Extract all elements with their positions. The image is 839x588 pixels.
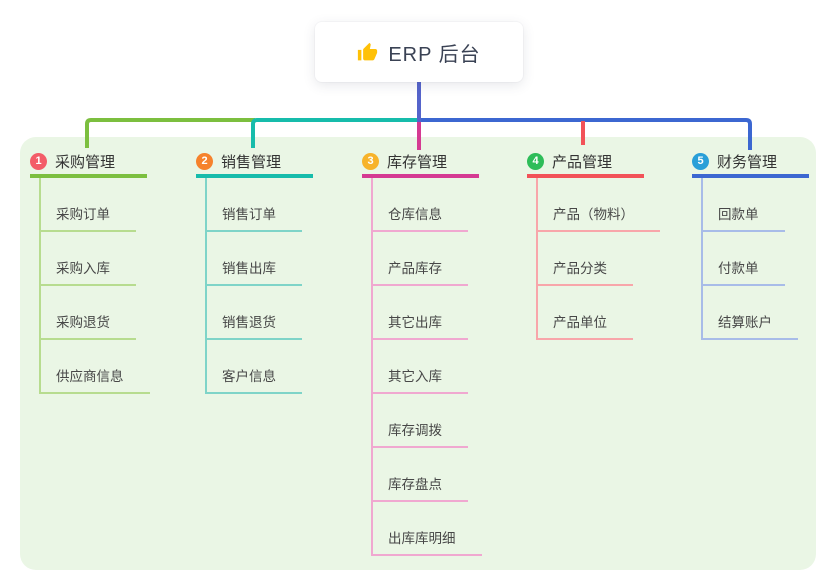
- child-node[interactable]: 采购订单: [41, 178, 136, 232]
- child-node[interactable]: 其它出库: [373, 286, 468, 340]
- child-node[interactable]: 采购退货: [41, 286, 136, 340]
- branch-title-row[interactable]: 1 采购管理: [30, 148, 147, 178]
- branch-column-3: 3 库存管理 仓库信息产品库存其它出库其它入库库存调拨库存盘点出库库明细: [362, 148, 482, 556]
- branch-number-badge: 4: [527, 152, 544, 170]
- branch-title-row[interactable]: 5 财务管理: [692, 148, 809, 178]
- branch-title-row[interactable]: 2 销售管理: [196, 148, 313, 178]
- branch-title-row[interactable]: 4 产品管理: [527, 148, 644, 178]
- child-node[interactable]: 仓库信息: [373, 178, 468, 232]
- child-node[interactable]: 库存盘点: [373, 448, 468, 502]
- child-node[interactable]: 客户信息: [207, 340, 302, 394]
- branch-children: 采购订单采购入库采购退货供应商信息: [39, 178, 150, 394]
- branches-panel: [20, 137, 816, 570]
- child-node[interactable]: 产品分类: [538, 232, 633, 286]
- child-node[interactable]: 付款单: [703, 232, 785, 286]
- child-node[interactable]: 销售订单: [207, 178, 302, 232]
- branch-label: 库存管理: [387, 153, 448, 171]
- branch-children: 产品（物料）产品分类产品单位: [536, 178, 660, 340]
- child-node[interactable]: 供应商信息: [41, 340, 150, 394]
- child-node[interactable]: 产品库存: [373, 232, 468, 286]
- child-node[interactable]: 产品（物料）: [538, 178, 660, 232]
- child-node[interactable]: 其它入库: [373, 340, 468, 394]
- branch-column-2: 2 销售管理 销售订单销售出库销售退货客户信息: [196, 148, 313, 394]
- child-node[interactable]: 销售出库: [207, 232, 302, 286]
- thumbs-up-icon: [357, 42, 378, 63]
- branch-children: 回款单付款单结算账户: [701, 178, 798, 340]
- branch-label: 财务管理: [717, 153, 778, 171]
- branch-number-badge: 2: [196, 152, 213, 170]
- child-node[interactable]: 出库库明细: [373, 502, 482, 556]
- child-node[interactable]: 采购入库: [41, 232, 136, 286]
- child-node[interactable]: 回款单: [703, 178, 785, 232]
- child-node[interactable]: 产品单位: [538, 286, 633, 340]
- branch-column-5: 5 财务管理 回款单付款单结算账户: [692, 148, 809, 340]
- branch-label: 产品管理: [552, 153, 613, 171]
- branch-number-badge: 3: [362, 152, 379, 170]
- child-node[interactable]: 库存调拨: [373, 394, 468, 448]
- child-node[interactable]: 销售退货: [207, 286, 302, 340]
- branch-number-badge: 1: [30, 152, 47, 170]
- child-node[interactable]: 结算账户: [703, 286, 798, 340]
- branch-children: 仓库信息产品库存其它出库其它入库库存调拨库存盘点出库库明细: [371, 178, 482, 556]
- branch-title-row[interactable]: 3 库存管理: [362, 148, 479, 178]
- root-node-label: ERP 后台: [388, 43, 481, 66]
- root-node[interactable]: ERP 后台: [315, 22, 523, 82]
- branch-column-1: 1 采购管理 采购订单采购入库采购退货供应商信息: [30, 148, 150, 394]
- branch-label: 采购管理: [55, 153, 116, 171]
- branch-column-4: 4 产品管理 产品（物料）产品分类产品单位: [527, 148, 660, 340]
- branch-label: 销售管理: [221, 153, 282, 171]
- branch-children: 销售订单销售出库销售退货客户信息: [205, 178, 302, 394]
- branch-number-badge: 5: [692, 152, 709, 170]
